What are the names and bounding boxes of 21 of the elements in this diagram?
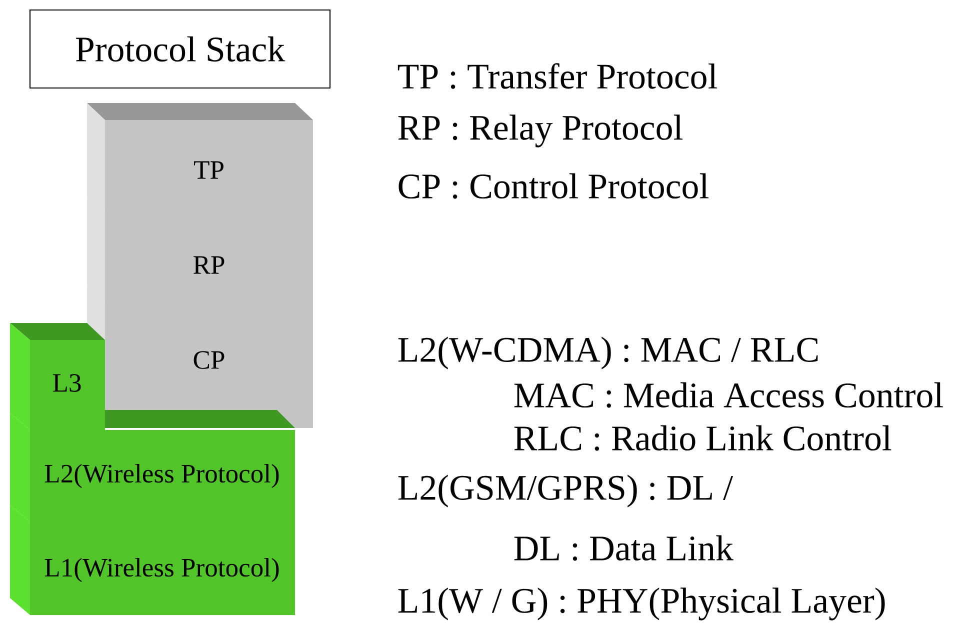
layer-block: L2(Wireless Protocol) (10, 410, 295, 522)
legend-text: L1(W / G) : PHY(Physical Layer) (398, 588, 885, 620)
legend-text: L2(W-CDMA) : MAC / RLC (398, 336, 818, 370)
legend-text: CP : Control Protocol (398, 173, 708, 199)
layer-block: TP (87, 103, 313, 212)
layer-block: L3 (10, 323, 105, 430)
legend-text: DL : Data Link (514, 535, 734, 561)
layer-block: RP (87, 196, 313, 302)
legend-text: RP : Relay Protocol (398, 114, 682, 148)
legend-text: MAC : Media Access Control (514, 382, 943, 408)
layer-block: L1(Wireless Protocol) (10, 505, 295, 615)
title-box: Protocol Stack (29, 9, 331, 89)
legend-text: L2(GSM/GPRS) : DL / (398, 474, 734, 508)
node-label: L2(Wireless Protocol) (44, 464, 279, 488)
legend-text: RLC : Radio Link Control (514, 425, 892, 451)
node-label: RP (194, 256, 224, 274)
legend-text: TP : Transfer Protocol (398, 63, 717, 89)
node-label: L1(Wireless Protocol) (44, 558, 279, 582)
node-label: TP (194, 161, 224, 179)
node-label: CP (194, 351, 224, 369)
node-label: L3 (53, 374, 81, 392)
